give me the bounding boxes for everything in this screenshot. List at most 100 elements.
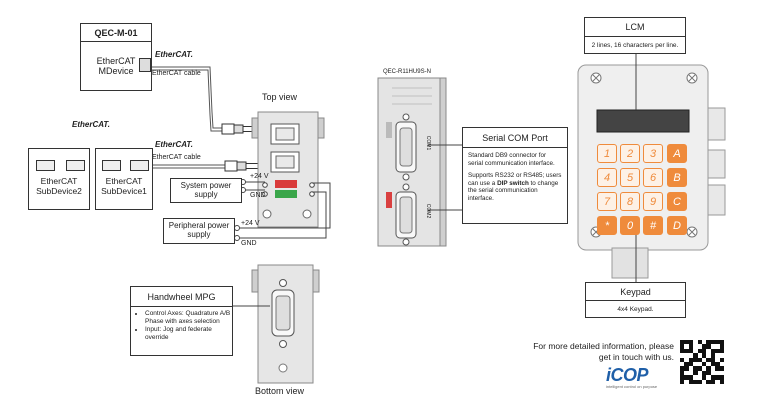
qr-cell xyxy=(688,361,694,367)
keypad-key[interactable]: 5 xyxy=(620,168,640,187)
qr-cell xyxy=(719,344,724,349)
rj45-plug-2 xyxy=(224,160,259,172)
qr-cell xyxy=(710,348,716,354)
qr-cell xyxy=(715,353,720,358)
qr-cell xyxy=(719,366,724,371)
keypad-title: Keypad xyxy=(586,283,685,301)
keypad-key[interactable]: 3 xyxy=(643,144,663,163)
peripheral-power-box: Peripheral power supply xyxy=(163,218,235,244)
qr-cell xyxy=(684,353,689,358)
qr-cell xyxy=(688,379,694,384)
serial-p2-bold: DIP switch xyxy=(497,179,529,187)
keypad-key[interactable]: D xyxy=(667,216,687,235)
qr-cell xyxy=(710,353,716,358)
icop-logo: iCOP intelligent control on purpose xyxy=(606,365,678,389)
qr-cell xyxy=(684,370,689,376)
keypad-key[interactable]: 1 xyxy=(597,144,617,163)
qr-cell xyxy=(688,357,694,362)
qr-cell xyxy=(710,361,716,367)
subdevice2-box: EtherCAT SubDevice2 xyxy=(28,148,90,210)
qr-cell xyxy=(693,353,698,358)
qr-cell xyxy=(701,348,707,354)
keypad-key[interactable]: * xyxy=(597,216,617,235)
serial-com-p2: Supports RS232 or RS485; users can use a… xyxy=(463,168,567,203)
qr-cell xyxy=(719,370,724,376)
keypad-key[interactable]: 6 xyxy=(643,168,663,187)
device-model-label: QEC-R11HU9S-N xyxy=(383,69,431,75)
keypad-key[interactable]: A xyxy=(667,144,687,163)
qr-cell xyxy=(684,361,689,367)
qr-cell xyxy=(719,353,724,358)
qr-cell xyxy=(701,370,707,376)
qr-cell xyxy=(684,344,689,349)
subdevice1-port-a xyxy=(102,160,121,171)
qr-cell xyxy=(697,375,702,380)
footer-line1: For more detailed information, please xyxy=(533,341,674,351)
qr-cell xyxy=(680,344,685,349)
qr-code[interactable] xyxy=(680,340,724,384)
qr-cell xyxy=(715,357,720,362)
keypad-key[interactable]: C xyxy=(667,192,687,211)
qr-cell xyxy=(715,370,720,376)
handwheel-list: Control Axes: Quadrature A/B Phase with … xyxy=(131,310,232,343)
subdevice2-label: EtherCAT SubDevice2 xyxy=(36,176,82,196)
keypad-key[interactable]: 0 xyxy=(620,216,640,235)
keypad-key[interactable]: 4 xyxy=(597,168,617,187)
qr-cell xyxy=(719,357,724,362)
qr-cell xyxy=(688,366,694,371)
keypad-key[interactable]: B xyxy=(667,168,687,187)
qr-cell xyxy=(680,353,685,358)
side-view-device xyxy=(377,77,447,247)
qr-cell xyxy=(701,375,707,380)
serial-com-p1: Standard DB9 connector for serial commun… xyxy=(468,152,555,167)
keypad-key[interactable]: 2 xyxy=(620,144,640,163)
qr-cell xyxy=(693,340,698,345)
com1-label: COM1 xyxy=(425,135,432,151)
qr-cell xyxy=(719,348,724,354)
qr-cell xyxy=(710,357,716,362)
handwheel-item: Input: Jog and federate override xyxy=(145,326,232,342)
subdevice1-label: EtherCAT SubDevice1 xyxy=(101,176,147,196)
lcm-title: LCM xyxy=(585,18,685,37)
ethercat-logo-3: EtherCAT. xyxy=(155,140,193,149)
qr-cell xyxy=(710,379,716,384)
qec-m-01-box: QEC-M-01 EtherCAT MDevice xyxy=(80,23,152,91)
qr-cell xyxy=(697,370,702,376)
qr-cell xyxy=(684,375,689,380)
icop-logo-name: iCOP xyxy=(606,365,649,385)
keypad-key[interactable]: 8 xyxy=(620,192,640,211)
qr-cell xyxy=(719,361,724,367)
keypad-key[interactable]: 7 xyxy=(597,192,617,211)
qr-cell xyxy=(688,340,694,345)
subdevice1-box: EtherCAT SubDevice1 xyxy=(95,148,153,210)
qr-cell xyxy=(710,344,716,349)
qr-cell xyxy=(684,357,689,362)
qr-cell xyxy=(701,379,707,384)
qr-cell xyxy=(680,361,685,367)
qr-cell xyxy=(680,370,685,376)
keypad-key[interactable]: 9 xyxy=(643,192,663,211)
qr-cell xyxy=(715,361,720,367)
qr-cell xyxy=(684,366,689,371)
subdevice2-port-a xyxy=(36,160,55,171)
qr-cell xyxy=(680,340,685,345)
serial-com-title: Serial COM Port xyxy=(463,128,567,148)
qr-cell xyxy=(684,348,689,354)
qec-m-01-body: EtherCAT MDevice xyxy=(96,56,136,76)
handwheel-box: Handwheel MPG Control Axes: Quadrature A… xyxy=(130,286,233,356)
qec-m-01-title: QEC-M-01 xyxy=(81,24,151,42)
qr-cell xyxy=(684,340,689,345)
qr-cell xyxy=(680,379,685,384)
keypad-key[interactable]: # xyxy=(643,216,663,235)
lcm-body: 2 lines, 16 characters per line. xyxy=(591,41,679,49)
serial-p2-pre: Supports RS232 or RS485; users can use a xyxy=(468,171,562,187)
qr-cell xyxy=(719,379,724,384)
qr-cell xyxy=(697,353,702,358)
qr-cell xyxy=(693,361,698,367)
qr-cell xyxy=(706,357,711,362)
qr-cell xyxy=(684,379,689,384)
port-square xyxy=(139,58,151,72)
qr-cell xyxy=(710,370,716,376)
qr-cell xyxy=(693,348,698,354)
qr-cell xyxy=(693,344,698,349)
